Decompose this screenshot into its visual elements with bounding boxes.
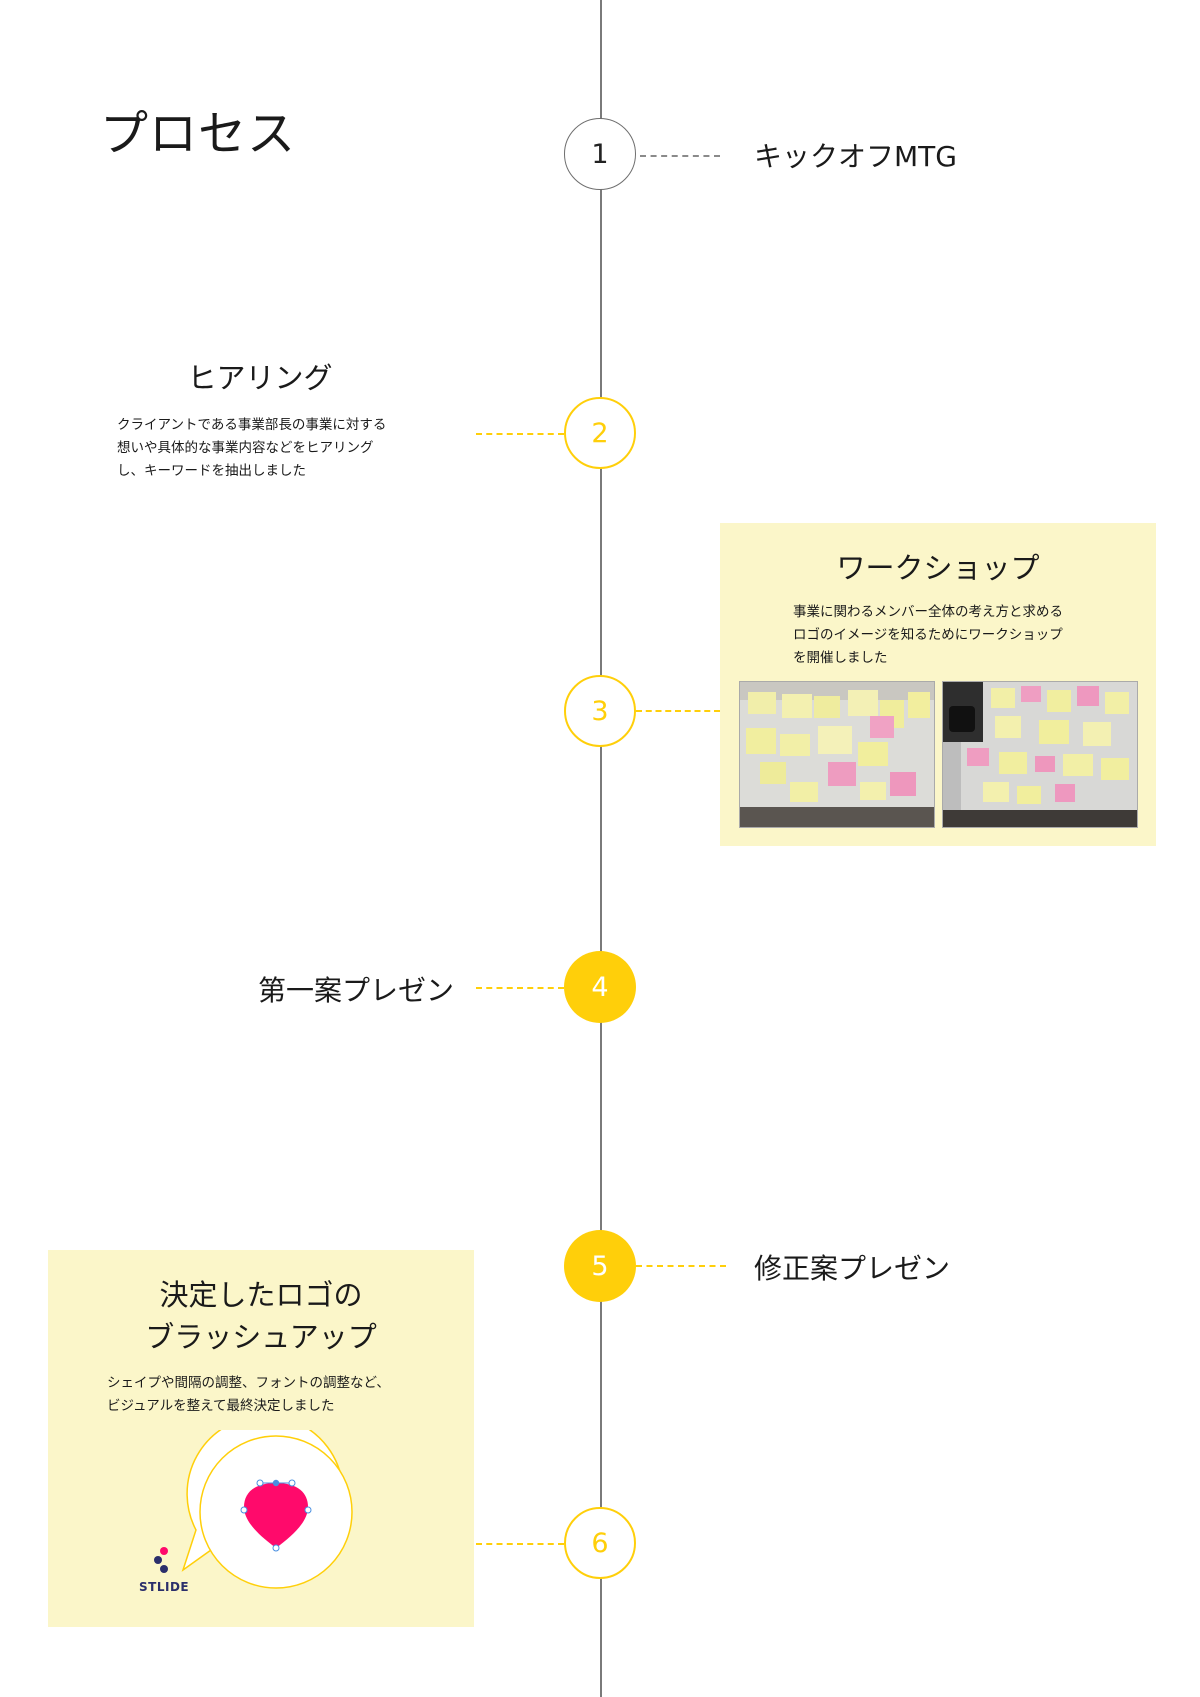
step-6-line: シェイプや間隔の調整、フォントの調整など、: [107, 1375, 390, 1391]
step-2-line: し、キーワードを抽出しました: [117, 463, 306, 479]
step-6-heading-line: 決定したロゴの: [159, 1278, 363, 1312]
logo-bezier-shape: [181, 1430, 353, 1589]
step-3-line: 事業に関わるメンバー全体の考え方と求める: [793, 604, 1063, 620]
step-5-label: 修正案プレゼン: [754, 1252, 951, 1285]
step-2-line: クライアントである事業部長の事業に対する: [117, 417, 387, 433]
step-3-line: ロゴのイメージを知るためにワークショップ: [793, 627, 1063, 643]
timeline-line: [600, 0, 602, 1697]
step-3-description: 事業に関わるメンバー全体の考え方と求める ロゴのイメージを知るためにワークショッ…: [793, 601, 1133, 670]
step-4-connector: [476, 987, 564, 989]
step-5-marker: 5: [564, 1230, 636, 1302]
step-3-card: ワークショップ 事業に関わるメンバー全体の考え方と求める ロゴのイメージを知るた…: [720, 523, 1156, 846]
step-1-label: キックオフMTG: [754, 140, 957, 173]
step-6-line: ビジュアルを整えて最終決定しました: [107, 1398, 335, 1414]
step-3-connector: [636, 710, 720, 712]
page-title: プロセス: [100, 106, 297, 162]
step-1-connector: [640, 155, 720, 157]
step-6-heading-line: ブラッシュアップ: [145, 1320, 377, 1354]
step-5-connector: [636, 1265, 726, 1267]
workshop-photo-2: [942, 681, 1138, 828]
step-4-marker: 4: [564, 951, 636, 1023]
step-6-connector: [476, 1543, 564, 1545]
step-2-heading: ヒアリング: [187, 361, 333, 395]
step-3-marker: 3: [564, 675, 636, 747]
step-6-description: シェイプや間隔の調整、フォントの調整など、 ビジュアルを整えて最終決定しました: [107, 1372, 447, 1418]
step-1-marker: 1: [564, 118, 636, 190]
step-6-card: 決定したロゴの ブラッシュアップ シェイプや間隔の調整、フォントの調整など、 ビ…: [48, 1250, 474, 1627]
step-2-description: クライアントである事業部長の事業に対する 想いや具体的な事業内容などをヒアリング…: [117, 414, 437, 483]
stlide-logo-text: STLIDE: [139, 1580, 190, 1594]
workshop-photo-1: [739, 681, 935, 828]
step-6-heading: 決定したロゴの ブラッシュアップ: [48, 1274, 474, 1358]
step-4-label: 第一案プレゼン: [257, 974, 454, 1007]
step-2-marker: 2: [564, 397, 636, 469]
step-3-heading: ワークショップ: [836, 551, 1040, 585]
step-2-connector: [476, 433, 564, 435]
step-3-line: を開催しました: [793, 650, 888, 666]
step-2-line: 想いや具体的な事業内容などをヒアリング: [117, 440, 374, 456]
stlide-logo-icon: [154, 1547, 168, 1573]
step-6-marker: 6: [564, 1507, 636, 1579]
